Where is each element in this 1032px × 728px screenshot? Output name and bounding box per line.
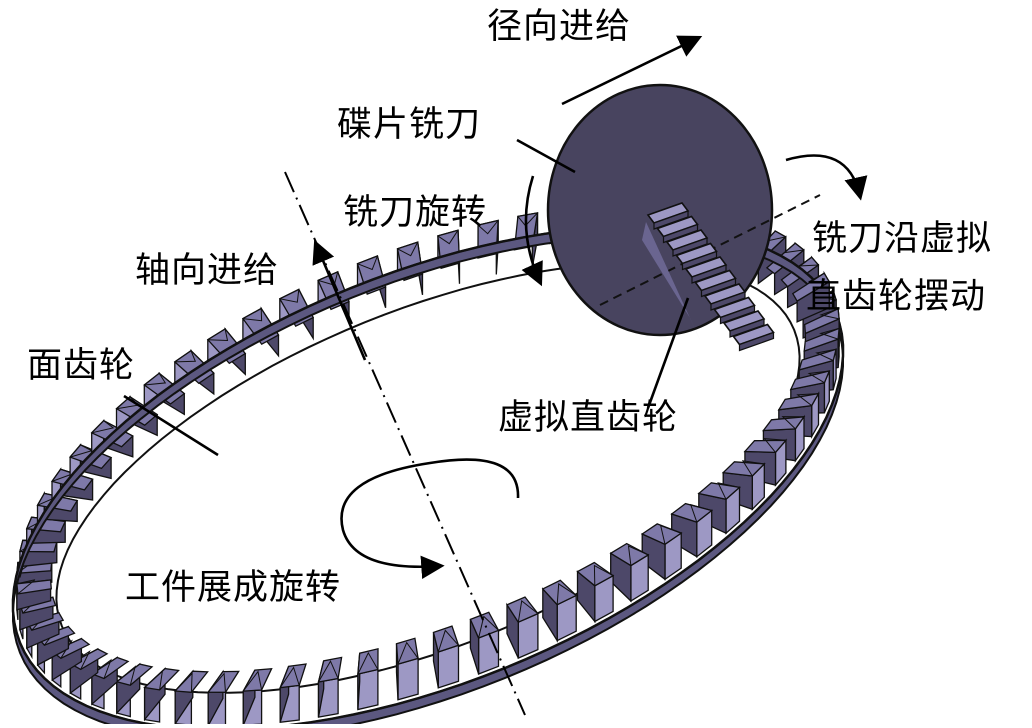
tooth-top-land xyxy=(357,647,379,675)
tooth-ridge xyxy=(782,242,804,254)
tooth-ridge xyxy=(207,672,226,693)
tooth-top-land xyxy=(317,656,343,683)
tooth-ridge xyxy=(437,229,459,245)
tooth-top-land xyxy=(697,482,741,501)
spur-gear-body xyxy=(642,222,700,340)
tooth-top-land xyxy=(279,663,307,689)
tooth-ridge xyxy=(91,420,115,434)
label-disc-cutter: 碟片铣刀 xyxy=(337,105,482,145)
tooth-ridge xyxy=(174,350,197,363)
tooth-ridge xyxy=(207,328,229,342)
label-workpiece-rotation: 工件展成旋转 xyxy=(125,568,342,608)
workpiece-rotation-arrow xyxy=(340,458,520,579)
tooth-top-land xyxy=(90,656,130,680)
radial-feed-arrow xyxy=(561,35,703,106)
tooth-top-land xyxy=(432,625,460,653)
label-swing-line1: 铣刀沿虚拟 xyxy=(812,219,993,259)
tooth-ridge xyxy=(807,370,830,384)
swing-arrow xyxy=(785,154,868,201)
tooth-ridge xyxy=(279,289,300,303)
tooth-top-land xyxy=(743,439,788,454)
virtual-spur-gear xyxy=(642,202,775,352)
tooth-ridge xyxy=(477,220,499,235)
tooth-ridge xyxy=(16,579,36,595)
tooth-top-land xyxy=(242,667,273,692)
tooth-top-land xyxy=(206,670,240,693)
tooth-outer-face xyxy=(437,644,460,689)
workpiece-axis-line xyxy=(284,171,526,716)
label-cutter-rotation: 铣刀旋转 xyxy=(343,193,488,233)
tooth-ridge xyxy=(819,308,840,320)
tooth-top-land xyxy=(469,611,500,639)
tooth-ridge xyxy=(796,393,819,406)
tooth-top-land xyxy=(804,307,840,335)
tooth-ridge xyxy=(781,416,805,430)
label-axial-feed: 轴向进给 xyxy=(135,251,280,291)
tooth-ridge xyxy=(478,615,499,639)
tooth-outer-face xyxy=(357,668,379,711)
tooth-ridge xyxy=(437,629,459,653)
annotations xyxy=(123,35,868,716)
tooth-ridge xyxy=(517,599,539,623)
tooth-ridge xyxy=(717,482,740,500)
tooth-top-land xyxy=(777,392,820,411)
tooth-ridge xyxy=(815,348,837,361)
tooth-ridge xyxy=(242,670,263,692)
tooth-ridge xyxy=(763,438,786,453)
spur-gear-tooth-side xyxy=(738,331,775,352)
tooth-ridge xyxy=(144,669,164,690)
disc-cutter-leader xyxy=(516,138,576,174)
tooth-top-land xyxy=(16,579,52,595)
label-swing-line2: 直齿轮摆动 xyxy=(806,277,987,317)
tooth-ridge xyxy=(357,255,378,271)
tooth-top-land xyxy=(395,637,419,665)
tooth-ridge xyxy=(318,660,339,683)
tooth-ridge xyxy=(593,564,614,586)
label-virtual-spur-gear: 虚拟直齿轮 xyxy=(498,398,679,438)
tooth-top-land xyxy=(789,370,831,391)
tooth-top-land xyxy=(576,561,615,587)
label-radial-feed: 径向进给 xyxy=(487,7,632,47)
label-face-gear: 面齿轮 xyxy=(27,346,136,386)
tooth-ridge xyxy=(627,545,649,566)
tooth-top-land xyxy=(798,348,838,371)
tooth-top-land xyxy=(803,327,840,353)
tooth-ridge xyxy=(242,308,263,322)
tooth-top-land xyxy=(506,596,539,624)
tooth-ridge xyxy=(808,272,830,283)
tooth-top-land xyxy=(115,663,154,687)
tooth-ridge xyxy=(174,672,193,693)
tooth-ridge xyxy=(357,651,379,675)
tooth-outer-face xyxy=(397,657,419,701)
tooth-ridge xyxy=(819,327,840,340)
axial-feed-arrow xyxy=(312,239,367,361)
tooth-ridge xyxy=(144,373,167,386)
cutter-rotation-arrow xyxy=(521,175,543,287)
tooth-ridge xyxy=(279,666,300,688)
tooth-ridge xyxy=(116,665,137,686)
tooth-top-land xyxy=(791,272,831,302)
virtual-spur-gear-leader xyxy=(646,297,690,409)
tooth-ridge xyxy=(397,641,419,665)
face-gear-front-teeth xyxy=(16,270,840,727)
tooth-ridge xyxy=(397,241,419,257)
tooth-ridge xyxy=(556,583,577,605)
tooth-ridge xyxy=(689,503,712,523)
tooth-top-land xyxy=(541,579,578,606)
tooth-ridge xyxy=(660,524,682,545)
face-gear-leader xyxy=(123,394,219,457)
tooth-ridge xyxy=(741,460,765,477)
